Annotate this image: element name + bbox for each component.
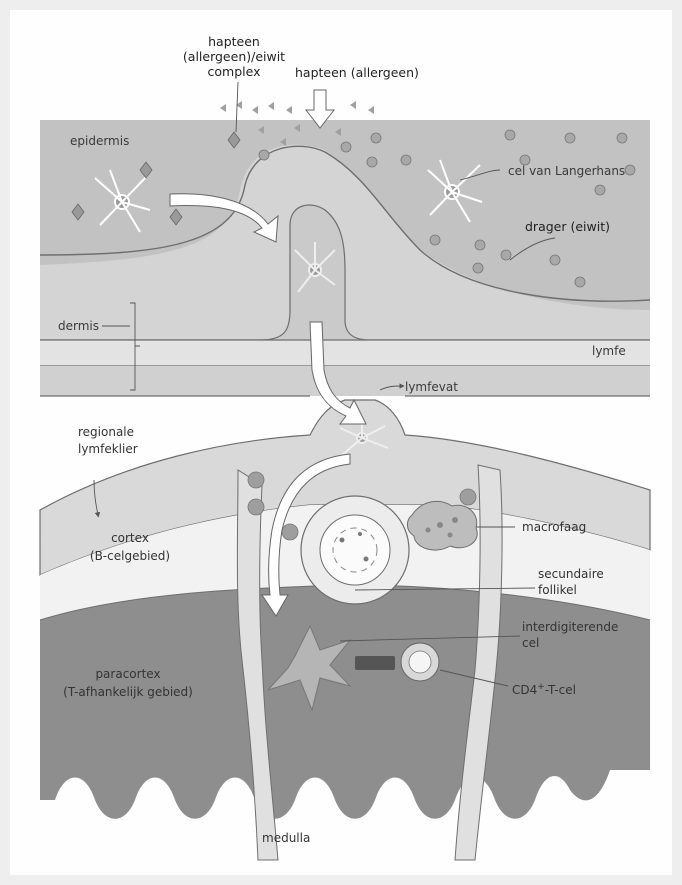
label-cd4-suffix: -T-cel bbox=[545, 683, 576, 697]
label-epidermis: epidermis bbox=[70, 134, 129, 148]
label-hapten: hapteen (allergeen) bbox=[295, 65, 419, 80]
lymph-vessel-band bbox=[40, 366, 650, 396]
label-follicle-line2: follikel bbox=[538, 583, 577, 597]
label-paracortex-line1: paracortex bbox=[95, 667, 160, 681]
label-macrophage: macrofaag bbox=[522, 520, 586, 534]
label-medulla: medulla bbox=[262, 831, 310, 845]
label-paracortex-line2: (T-afhankelijk gebied) bbox=[63, 685, 193, 699]
label-langerhans: cel van Langerhans bbox=[508, 164, 625, 178]
label-hapten-complex-line1: hapteen bbox=[208, 34, 260, 49]
label-lymph-vessel: lymfevat bbox=[405, 380, 458, 394]
macrophage-cell bbox=[407, 501, 477, 550]
label-lymph: lymfe bbox=[592, 344, 626, 358]
label-cd4-sup: + bbox=[537, 682, 545, 692]
label-cortex-line2: (B-celgebied) bbox=[90, 549, 170, 563]
label-dermis: dermis bbox=[58, 319, 99, 333]
label-follicle-line1: secundaire bbox=[538, 567, 604, 581]
label-cortex-line1: cortex bbox=[111, 531, 149, 545]
label-carrier: drager (eiwit) bbox=[525, 219, 610, 234]
svg-text:CD4+-T-cel: CD4+-T-cel bbox=[512, 682, 576, 697]
label-interdigitating-line1: interdigiterende bbox=[522, 620, 618, 634]
label-hapten-complex-line2: (allergeen)/eiwit bbox=[183, 49, 285, 64]
label-interdigitating-line2: cel bbox=[522, 636, 539, 650]
label-cd4-prefix: CD4 bbox=[512, 683, 537, 697]
label-hapten-complex-line3: complex bbox=[208, 64, 261, 79]
label-lymph-node-line2: lymfeklier bbox=[78, 442, 138, 456]
lymph-band bbox=[40, 340, 650, 366]
secondary-follicle bbox=[301, 496, 409, 604]
label-lymph-node-line1: regionale bbox=[78, 425, 134, 439]
